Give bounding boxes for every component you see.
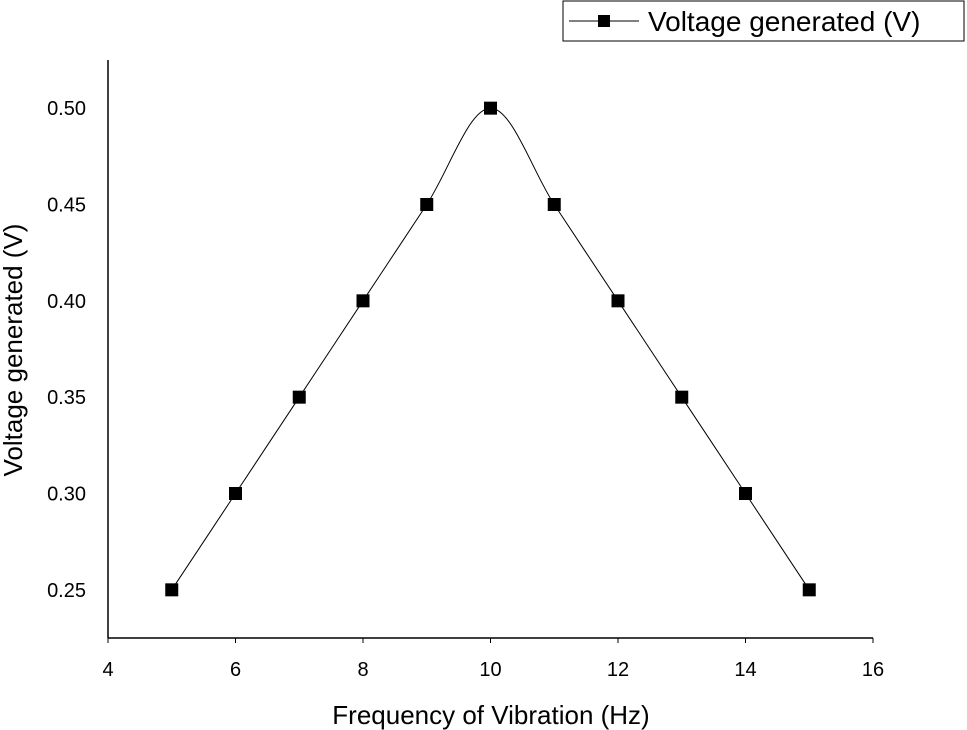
x-tick-label: 8 bbox=[357, 659, 368, 681]
data-point-marker bbox=[675, 390, 689, 404]
x-ticks: 4 6 8 10 12 14 16 bbox=[102, 638, 884, 681]
x-tick-label: 12 bbox=[607, 659, 629, 681]
x-tick-label: 6 bbox=[230, 659, 241, 681]
y-tick-label: 0.30 bbox=[47, 484, 86, 506]
series-markers bbox=[165, 101, 816, 597]
axes bbox=[107, 60, 873, 639]
x-tick-label: 10 bbox=[479, 659, 501, 681]
y-axis-title: Voltage generated (V) bbox=[0, 224, 28, 477]
x-tick-label: 4 bbox=[102, 659, 113, 681]
data-point-marker bbox=[165, 583, 179, 597]
legend-label: Voltage generated (V) bbox=[648, 6, 920, 37]
data-point-marker bbox=[547, 198, 561, 211]
data-point-marker bbox=[229, 487, 242, 500]
x-tick-label: 16 bbox=[862, 659, 884, 681]
data-point-marker bbox=[484, 101, 497, 115]
data-point-marker bbox=[420, 198, 434, 211]
series-line bbox=[171, 107, 810, 591]
legend: Voltage generated (V) bbox=[562, 0, 965, 42]
y-tick-label: 0.35 bbox=[47, 387, 86, 409]
legend-marker-sample bbox=[598, 15, 610, 27]
x-tick-label: 14 bbox=[734, 659, 756, 681]
y-tick-label: 0.50 bbox=[47, 98, 86, 120]
data-point-marker bbox=[292, 390, 306, 404]
y-tick-label: 0.45 bbox=[47, 195, 86, 217]
x-axis-title: Frequency of Vibration (Hz) bbox=[332, 700, 649, 730]
y-tick-label: 0.25 bbox=[47, 580, 86, 602]
data-point-marker bbox=[802, 583, 816, 597]
y-ticks: 0.25 0.30 0.35 0.40 0.45 0.50 bbox=[47, 98, 86, 602]
data-point-marker bbox=[739, 487, 752, 500]
data-point-marker bbox=[611, 294, 625, 308]
y-tick-label: 0.40 bbox=[47, 291, 86, 313]
data-point-marker bbox=[356, 294, 370, 308]
